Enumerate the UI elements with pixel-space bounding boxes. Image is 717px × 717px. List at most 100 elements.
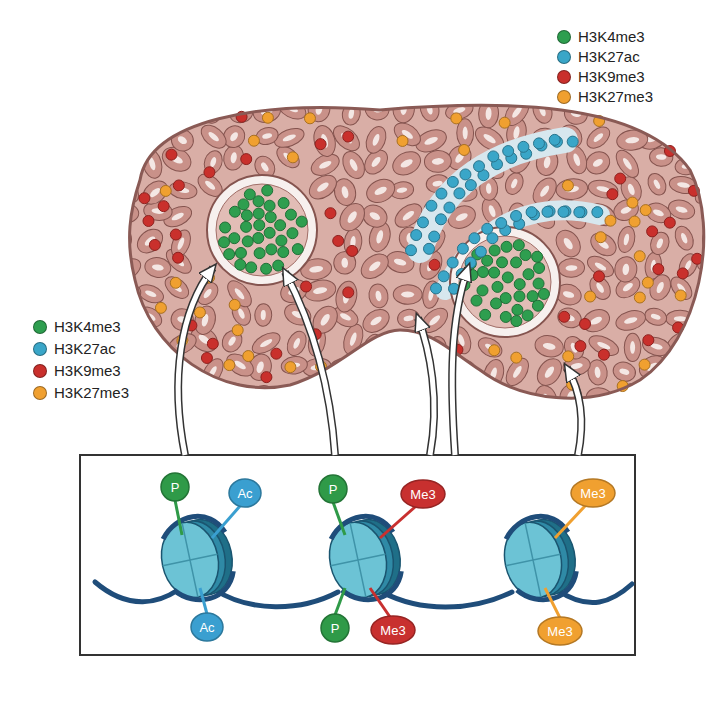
tubule — [530, 96, 555, 126]
mark-dot — [170, 229, 181, 240]
mark-dot — [287, 228, 298, 239]
tubule — [223, 349, 258, 380]
tubule — [359, 385, 386, 414]
mark-dot — [397, 135, 408, 146]
tubule — [555, 305, 584, 331]
mark-dot — [429, 259, 440, 270]
tubule — [697, 354, 717, 388]
legend-swatch — [557, 90, 571, 104]
tubule — [586, 332, 621, 360]
tubule — [105, 99, 134, 129]
mark-dot — [533, 138, 544, 149]
mark-dot — [465, 180, 476, 191]
legend-label: H3K27me3 — [578, 88, 653, 105]
mark-dot — [549, 134, 560, 145]
mark-dot — [273, 260, 284, 271]
mark-dot — [253, 233, 264, 244]
tubule — [702, 330, 717, 364]
mark-dot — [301, 281, 312, 292]
tubule — [363, 124, 390, 156]
tubule — [254, 304, 272, 327]
tag-label: P — [319, 475, 347, 503]
modification-tag: Me3 — [401, 480, 445, 508]
mark-dot — [501, 241, 512, 252]
mark-dot — [499, 117, 510, 128]
mark-dot — [511, 257, 522, 268]
mark-dot — [471, 295, 482, 306]
mark-dot — [489, 245, 500, 256]
legend-swatch — [557, 70, 571, 84]
tubule — [644, 251, 663, 280]
mark-dot — [514, 291, 525, 302]
mark-dot — [278, 247, 289, 258]
legend-swatch — [33, 320, 47, 334]
mark-dot — [194, 307, 205, 318]
pointer-arrows — [178, 268, 581, 455]
mark-dot — [491, 298, 502, 309]
tubule — [393, 284, 422, 304]
mark-dot — [253, 196, 264, 207]
mark-dot — [511, 316, 522, 327]
mark-dot — [285, 209, 296, 220]
tubule — [532, 383, 560, 418]
tubule — [279, 386, 308, 414]
mark-dot — [482, 223, 493, 234]
tubule — [703, 148, 717, 169]
tubule — [135, 349, 172, 384]
mark-dot — [513, 240, 524, 251]
tubule — [502, 170, 526, 197]
mark-dot — [435, 214, 446, 225]
tubule — [701, 271, 717, 306]
modification-tag: P — [161, 473, 189, 501]
mark-dot — [232, 325, 243, 336]
tubule — [133, 224, 168, 257]
mark-dot — [235, 247, 246, 258]
mark-dot — [204, 167, 215, 178]
tubule — [584, 252, 617, 281]
tubule — [367, 283, 390, 310]
modification-tag: Ac — [229, 479, 261, 507]
mark-dot — [170, 277, 181, 288]
mark-dot — [224, 360, 235, 371]
mark-dot — [173, 180, 184, 191]
mark-dot — [677, 268, 688, 279]
mark-dot — [287, 152, 298, 163]
mark-dot — [647, 226, 658, 237]
tubule — [311, 123, 339, 159]
legend-entry: H3K27me3 — [557, 88, 653, 105]
mark-dot — [447, 257, 458, 268]
mark-dot — [640, 205, 651, 216]
mark-dot — [567, 136, 578, 147]
mark-dot — [526, 207, 537, 218]
modification-tag: P — [321, 614, 349, 642]
mark-dot — [533, 278, 544, 289]
mark-dot — [444, 202, 455, 213]
tubule — [645, 170, 670, 198]
mark-dot — [436, 188, 447, 199]
tubule — [110, 154, 135, 173]
nucleosome — [497, 510, 583, 606]
mark-dot — [502, 272, 513, 283]
mark-dot — [264, 200, 275, 211]
mark-dot — [542, 206, 553, 217]
mark-dot — [158, 201, 169, 212]
mark-dot — [166, 149, 177, 160]
tubule — [478, 99, 499, 128]
mark-dot — [457, 243, 468, 254]
tubule — [280, 355, 308, 376]
tubule — [393, 354, 425, 389]
legend-label: H3K27ac — [54, 340, 116, 357]
legend-label: H3K9me3 — [578, 68, 645, 85]
mark-dot — [639, 359, 650, 370]
kidney-section — [130, 105, 704, 398]
tubule — [389, 147, 425, 180]
tubule — [675, 97, 701, 119]
mark-dot — [155, 302, 166, 313]
tubule — [390, 118, 425, 150]
glomerulus — [207, 175, 317, 285]
mark-dot — [605, 215, 616, 226]
mark-dot — [532, 251, 543, 262]
mark-dot — [347, 245, 358, 256]
mark-dot — [262, 185, 273, 196]
tubule — [169, 94, 197, 129]
